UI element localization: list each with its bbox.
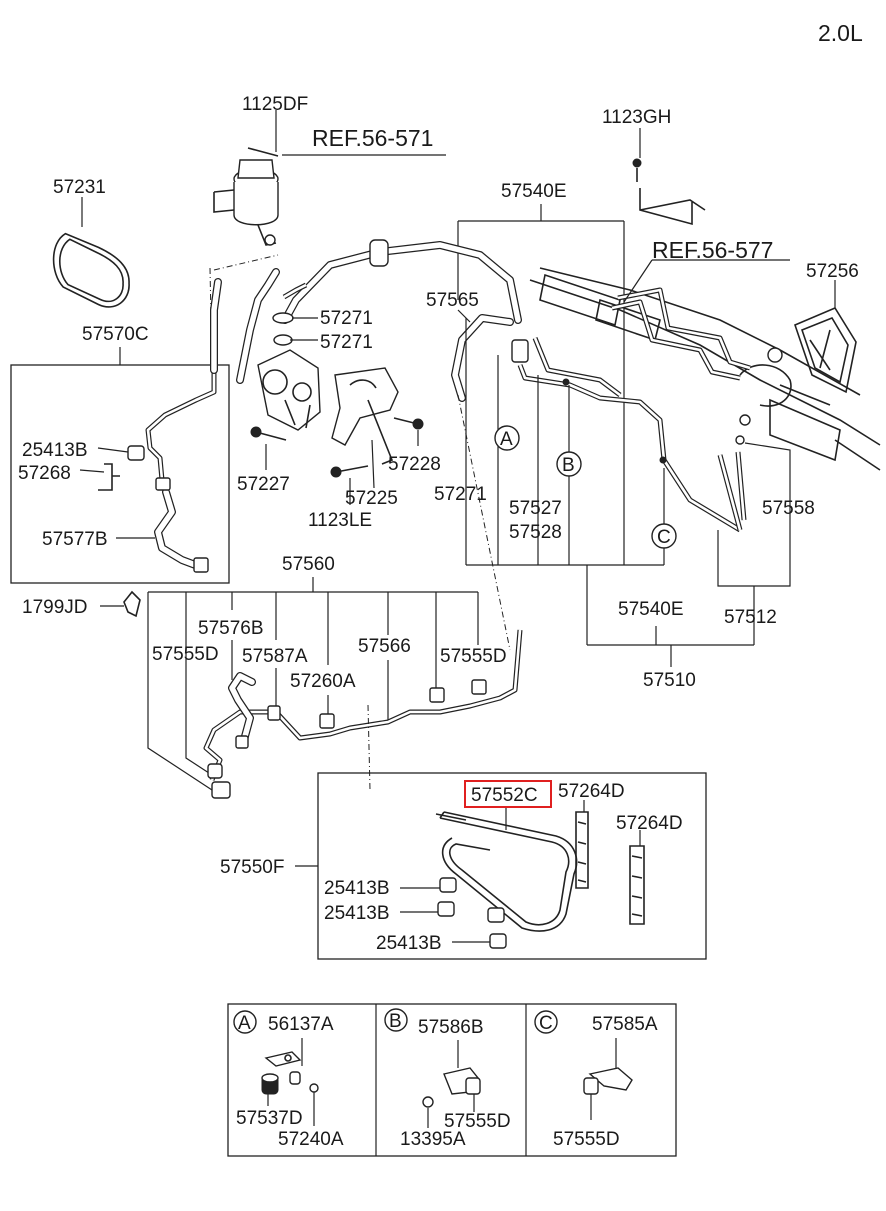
suction-hose-group-box [10,364,230,584]
inset-a: A 56137A 57537D 57240A [233,1010,344,1150]
inset-b-callout: B [389,1011,402,1032]
label-57576B: 57576B [198,618,264,639]
inset-a-callout: A [238,1013,251,1034]
highlight-57552C [464,780,552,808]
label-57264D-a: 57264D [558,781,625,802]
label-57552C: 57552C [471,785,538,806]
pump-part [257,312,399,465]
label-57560: 57560 [282,554,335,575]
label-57565: 57565 [426,290,479,311]
label-25413B-left: 25413B [22,440,88,461]
inset-c-part-1: 57585A [592,1014,658,1035]
label-57527: 57527 [509,498,562,519]
label-25413B-1: 25413B [324,878,390,899]
label-57587A: 57587A [242,646,308,667]
label-1799JD: 1799JD [22,597,88,618]
label-57555D-left: 57555D [152,644,219,665]
label-57228: 57228 [388,454,441,475]
label-57550F: 57550F [220,857,284,878]
ref-56-577: REF.56-577 [652,237,773,263]
inset-b: B 57586B 13395A 57555D [384,1008,511,1150]
callout-a: A [500,429,513,450]
inset-b-part-1: 57586B [418,1017,484,1038]
label-57512: 57512 [724,607,777,628]
label-57231: 57231 [53,177,106,198]
label-57566: 57566 [358,636,411,657]
label-57540E-top: 57540E [501,181,567,202]
inset-a-part-2: 57537D [236,1108,303,1129]
detail-insets-box [227,1003,677,1157]
label-57227: 57227 [237,474,290,495]
oil-cooler-part [435,811,578,932]
inset-c: C 57585A 57555D [534,1010,658,1150]
inset-b-part-3: 57555D [444,1111,511,1132]
label-57540E-mid: 57540E [618,599,684,620]
inset-a-part-1: 56137A [268,1014,334,1035]
label-57271-b: 57271 [320,332,373,353]
drive-belt-part [52,232,130,308]
cooler-bracket-b-part [629,845,645,925]
label-57264D-b: 57264D [616,813,683,834]
label-1125DF: 1125DF [242,94,308,115]
callout-c: C [657,527,671,548]
inset-c-callout: C [539,1013,553,1034]
reservoir-part [213,147,279,246]
label-57570C: 57570C [82,324,149,345]
engine-label: 2.0L [818,20,863,46]
label-25413B-2: 25413B [324,903,390,924]
gear-cover-part [794,306,857,394]
label-57268: 57268 [18,463,71,484]
cooler-bracket-a-part [575,811,589,889]
ref-56-571: REF.56-571 [312,125,433,151]
label-57558: 57558 [762,498,815,519]
label-57256: 57256 [806,261,859,282]
steering-gear-part [529,267,881,471]
callout-b: B [562,455,575,476]
label-1123LE: 1123LE [308,510,372,531]
label-57555D-mid: 57555D [440,646,507,667]
label-1123GH: 1123GH [602,107,671,128]
inset-c-part-2: 57555D [553,1129,620,1150]
label-57271-a: 57271 [320,308,373,329]
inset-b-part-2: 13395A [400,1129,466,1150]
label-57225: 57225 [345,488,398,509]
label-57577B: 57577B [42,529,108,550]
label-25413B-3: 25413B [376,933,442,954]
label-57528: 57528 [509,522,562,543]
label-57510: 57510 [643,670,696,691]
label-57271-c: 57271 [434,484,487,505]
inset-a-part-3: 57240A [278,1129,344,1150]
label-57260A: 57260A [290,671,356,692]
